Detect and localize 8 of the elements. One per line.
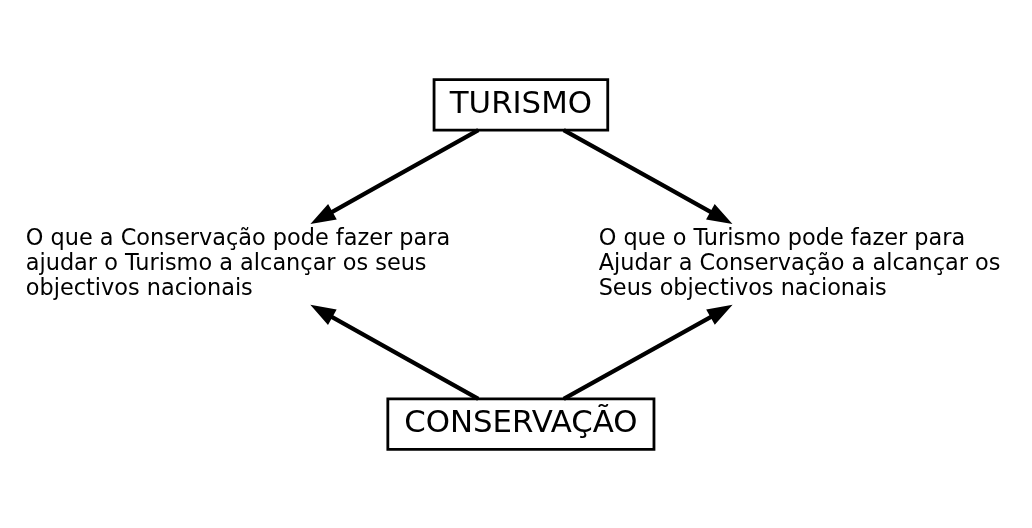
arrow xyxy=(310,304,480,401)
node-text: O que a Conservação pode fazer para ajudar o Turismo a alcançar os seus objectivos nacionais xyxy=(25,223,451,300)
arrow xyxy=(310,127,480,224)
arrow xyxy=(562,304,733,401)
node-text: O que o Turismo pode fazer para Ajudar a Conservação a alcançar os Seus objectivos nacionais xyxy=(598,223,1001,300)
arrow xyxy=(562,127,733,224)
node-box: CONSERVAÇÃO xyxy=(386,397,656,451)
node-box: TURISMO xyxy=(432,77,610,131)
